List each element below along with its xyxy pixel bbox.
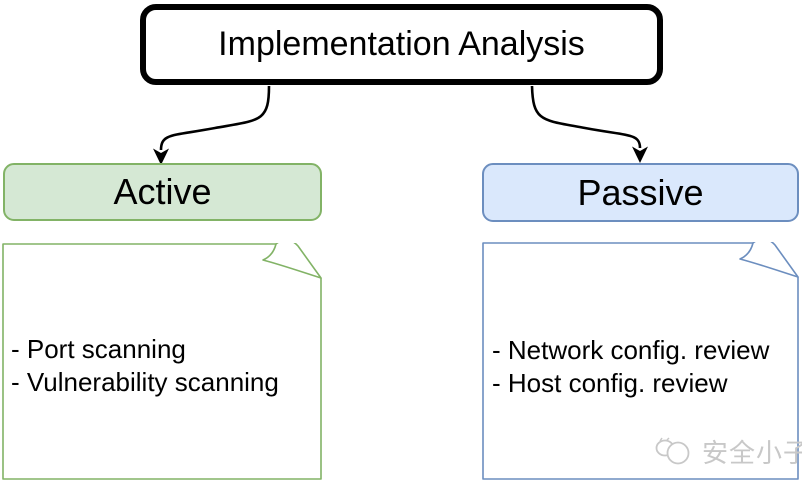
connector-arrow-right — [530, 85, 648, 163]
watermark-text: 安全小子 — [702, 438, 802, 468]
list-item: - Port scanning — [11, 334, 186, 364]
folded-corner-icon — [739, 242, 799, 278]
connector-arrow-left — [153, 85, 271, 165]
arrowhead-right — [632, 146, 648, 163]
watermark: 安全小子 — [653, 433, 802, 470]
branch-node-passive: Passive — [482, 163, 799, 222]
note-shape-active — [2, 243, 322, 480]
root-node-implementation-analysis: Implementation Analysis — [140, 4, 663, 85]
note-shape-passive — [482, 242, 799, 480]
branch-node-passive-label: Passive — [577, 171, 704, 213]
root-node-label: Implementation Analysis — [218, 25, 585, 63]
branch-node-active-label: Active — [113, 171, 212, 212]
note-list-active: - Port scanning - Vulnerability scanning — [11, 333, 279, 399]
list-item: - Vulnerability scanning — [11, 367, 279, 397]
note-list-passive: - Network config. review - Host config. … — [492, 334, 769, 400]
list-item: - Network config. review — [492, 335, 770, 365]
branch-node-active: Active — [3, 163, 322, 221]
list-item: - Host config. review — [492, 368, 728, 398]
chat-bubbles-icon — [655, 436, 690, 464]
folded-corner-icon — [262, 243, 322, 279]
